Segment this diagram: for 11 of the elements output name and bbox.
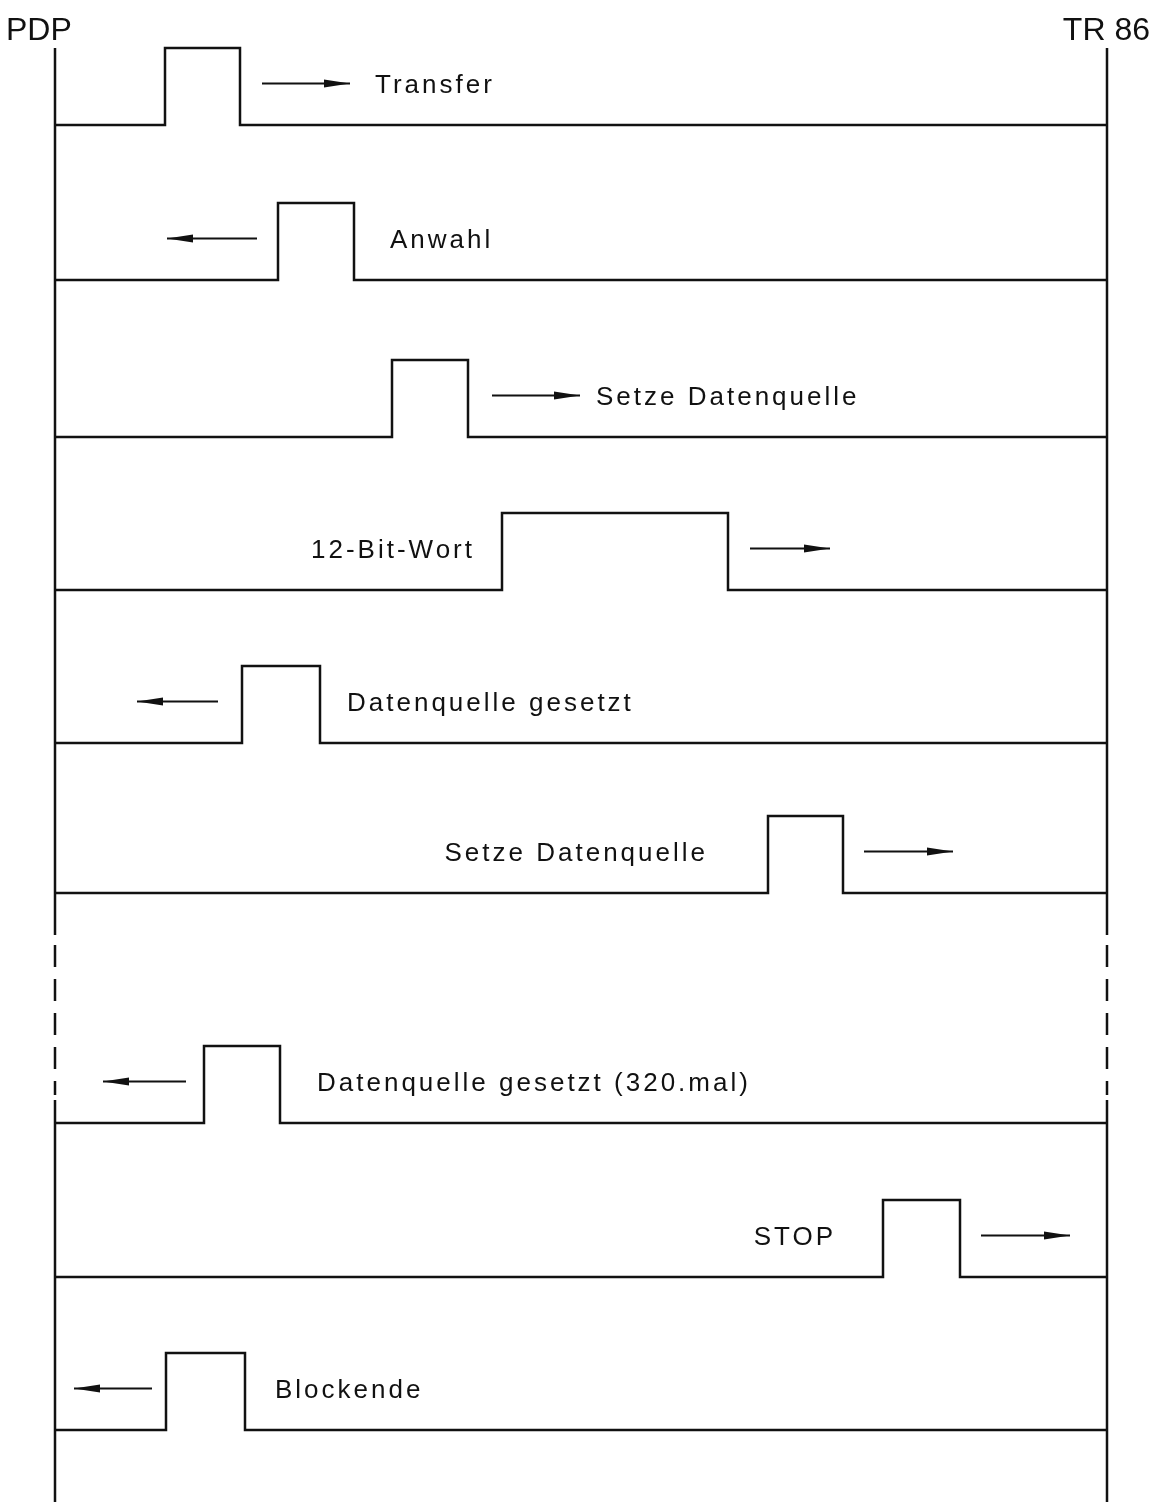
- column-heading: TR 86: [1062, 10, 1150, 48]
- column-heading: PDP: [6, 10, 72, 48]
- signal-label: Transfer: [375, 67, 495, 100]
- signal-label: STOP: [753, 1219, 836, 1252]
- signal-label: Blockende: [275, 1372, 424, 1405]
- signal-label: Setze Datenquelle: [444, 835, 708, 868]
- signal-label: Datenquelle gesetzt (320.mal): [317, 1065, 751, 1098]
- signal-label: Anwahl: [390, 222, 494, 255]
- signal-label: Setze Datenquelle: [596, 379, 860, 412]
- signal-label: Datenquelle gesetzt: [347, 685, 634, 718]
- signal-label: 12-Bit-Wort: [311, 532, 475, 565]
